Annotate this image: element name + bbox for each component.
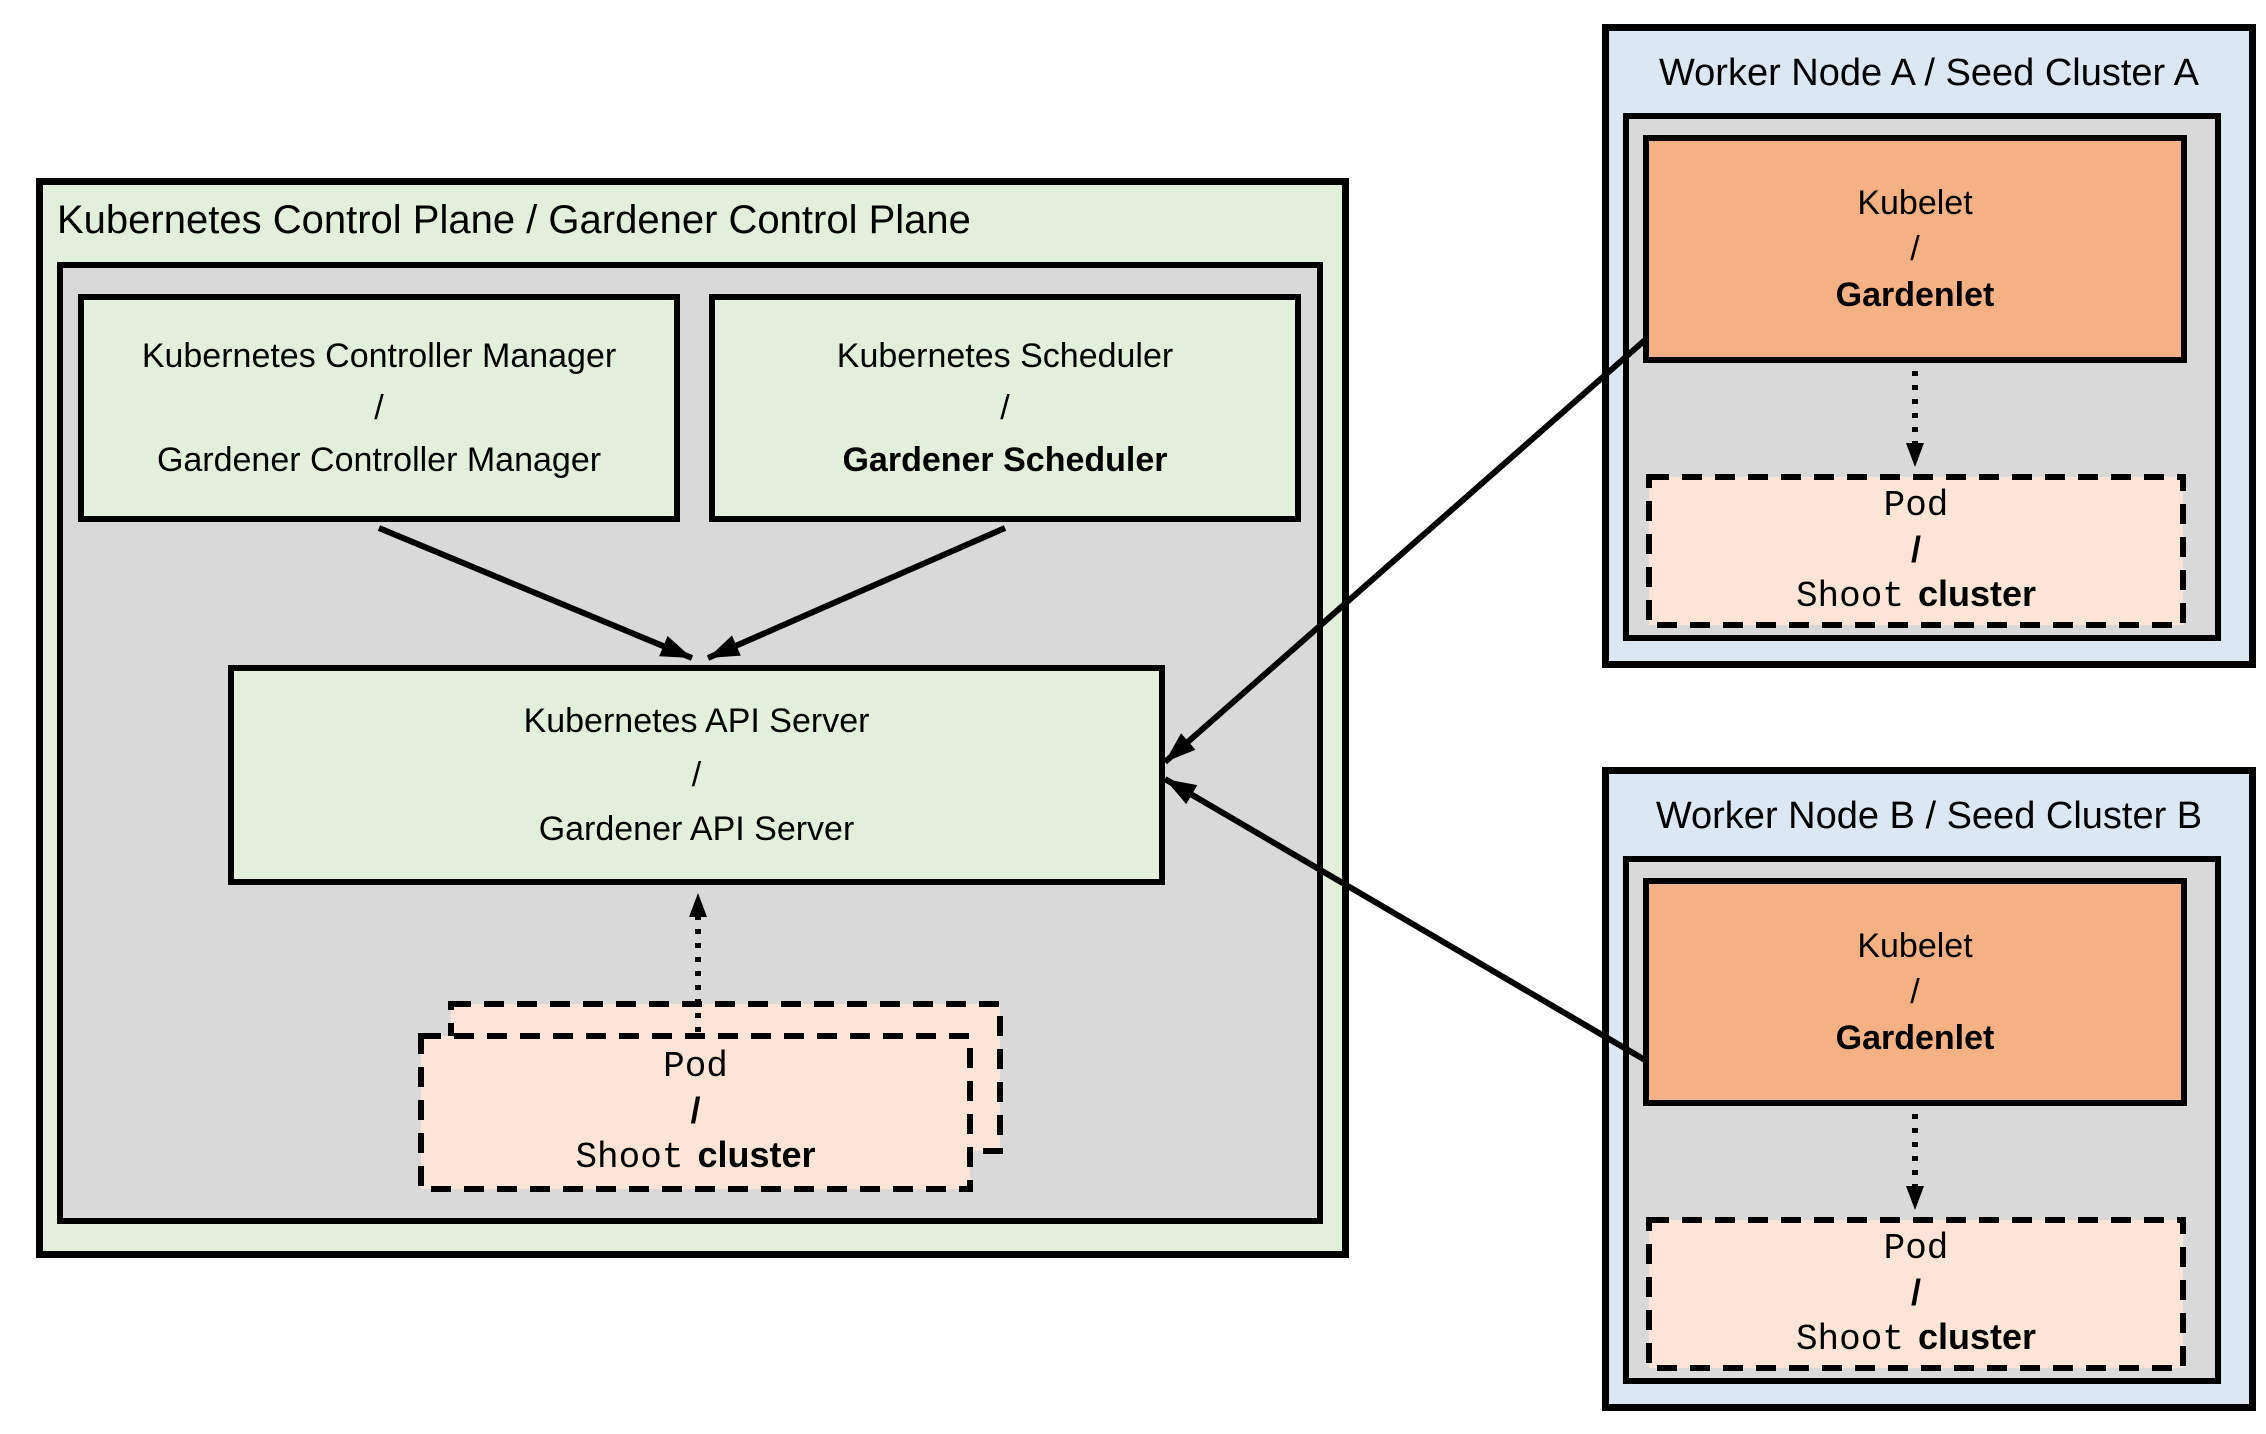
scheduler-line1: Kubernetes Scheduler (836, 337, 1174, 375)
control-plane-title: Kubernetes Control Plane / Gardener Cont… (57, 198, 971, 242)
pod-a-line2-code: Shoot (1795, 575, 1904, 617)
kubelet-a-line1: Kubelet (1857, 184, 1973, 222)
pod-a-label: Pod / Shoot cluster (1649, 477, 2183, 625)
kubelet-b-line2: Gardenlet (1835, 1019, 1995, 1057)
pod-a-line1: Pod (1883, 484, 1949, 526)
api-server-separator: / (691, 756, 702, 794)
pod-b-line1: Pod (1883, 1227, 1949, 1269)
pod-a-line2-text: cluster (1917, 572, 2037, 614)
pod-stack-label: Pod / Shoot cluster (421, 1036, 970, 1189)
kubelet-a-line2: Gardenlet (1835, 276, 1995, 314)
kubelet-box-b: Kubelet / Gardenlet (1643, 878, 2187, 1106)
scheduler-line2: Gardener Scheduler (842, 441, 1168, 479)
kubelet-a-separator: / (1910, 230, 1920, 268)
pod-stack-line2-text: cluster (697, 1134, 816, 1175)
pod-b-label: Pod / Shoot cluster (1649, 1220, 2183, 1368)
api-server-box: Kubernetes API Server / Gardener API Ser… (228, 665, 1165, 885)
pod-b-line2-code: Shoot (1795, 1318, 1904, 1360)
worker-node-a-title: Worker Node A / Seed Cluster A (1658, 52, 2199, 94)
worker-node-b-title: Worker Node B / Seed Cluster B (1655, 795, 2203, 837)
pod-a-separator: / (1910, 528, 1921, 570)
pod-b-separator: / (1910, 1271, 1921, 1313)
kubelet-b-separator: / (1910, 973, 1920, 1011)
pod-b-line2-text: cluster (1917, 1315, 2037, 1357)
pod-stack-separator: / (690, 1090, 701, 1131)
scheduler-separator: / (1000, 389, 1010, 427)
kubelet-b-line1: Kubelet (1857, 927, 1973, 965)
kubelet-box-a: Kubelet / Gardenlet (1643, 135, 2187, 363)
pod-stack-line1: Pod (663, 1046, 728, 1087)
controller-manager-line2: Gardener Controller Manager (156, 441, 602, 479)
pod-stack-line2-code: Shoot (575, 1137, 684, 1178)
controller-manager-box: Kubernetes Controller Manager / Gardener… (78, 294, 680, 522)
api-server-line2: Gardener API Server (538, 810, 855, 848)
controller-manager-separator: / (374, 389, 384, 427)
controller-manager-line1: Kubernetes Controller Manager (141, 337, 617, 375)
api-server-line1: Kubernetes API Server (523, 702, 870, 740)
